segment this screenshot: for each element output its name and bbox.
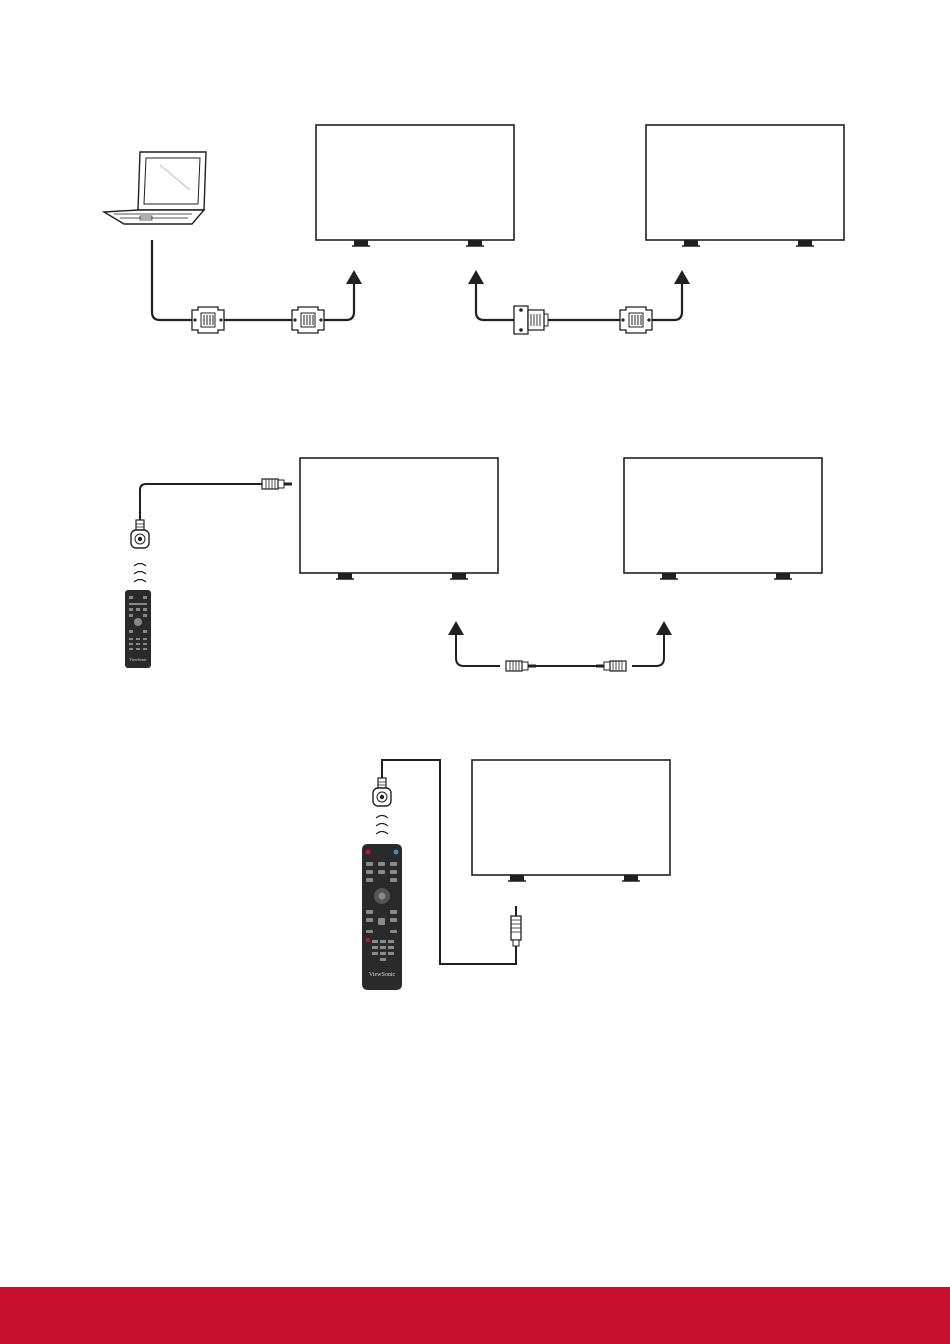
remote-brand-label: ViewSonic xyxy=(129,657,147,662)
monitor-icon xyxy=(472,760,670,881)
audio-jack-icon xyxy=(506,661,536,671)
ir-daisy-chain: ViewSonic xyxy=(125,458,822,671)
audio-jack-icon xyxy=(511,906,521,946)
arrow-up-icon xyxy=(656,621,672,635)
monitor-icon xyxy=(316,125,514,246)
audio-jack-icon xyxy=(596,661,626,671)
arrow-up-icon xyxy=(346,270,362,284)
db9-connector-icon xyxy=(620,307,652,333)
rs232-daisy-chain xyxy=(104,125,844,334)
monitor-icon xyxy=(300,458,498,579)
ir-waves-icon xyxy=(376,816,388,835)
remote-control-icon: ViewSonic xyxy=(125,590,151,668)
ir-waves-icon xyxy=(134,564,146,583)
remote-control-icon: ViewSonic xyxy=(362,844,402,990)
ir-receiver-icon xyxy=(131,520,149,548)
monitor-icon xyxy=(646,125,844,246)
laptop-icon xyxy=(104,152,206,224)
audio-cable xyxy=(456,635,664,666)
db9-connector-icon xyxy=(192,307,224,333)
monitor-icon xyxy=(624,458,822,579)
ir-receiver-icon xyxy=(373,778,391,806)
rs232-cable-1 xyxy=(152,240,354,320)
arrow-up-icon xyxy=(468,270,484,284)
ir-cable xyxy=(140,484,262,520)
audio-jack-icon xyxy=(262,479,292,489)
remote-brand-label: ViewSonic xyxy=(369,972,396,978)
db9-connector-icon xyxy=(292,307,324,333)
dvi-connector-icon xyxy=(514,306,548,334)
ir-single-display: ViewSonic xyxy=(362,760,670,990)
footer-bar xyxy=(0,1287,950,1344)
arrow-up-icon xyxy=(674,270,690,284)
arrow-up-icon xyxy=(448,621,464,635)
